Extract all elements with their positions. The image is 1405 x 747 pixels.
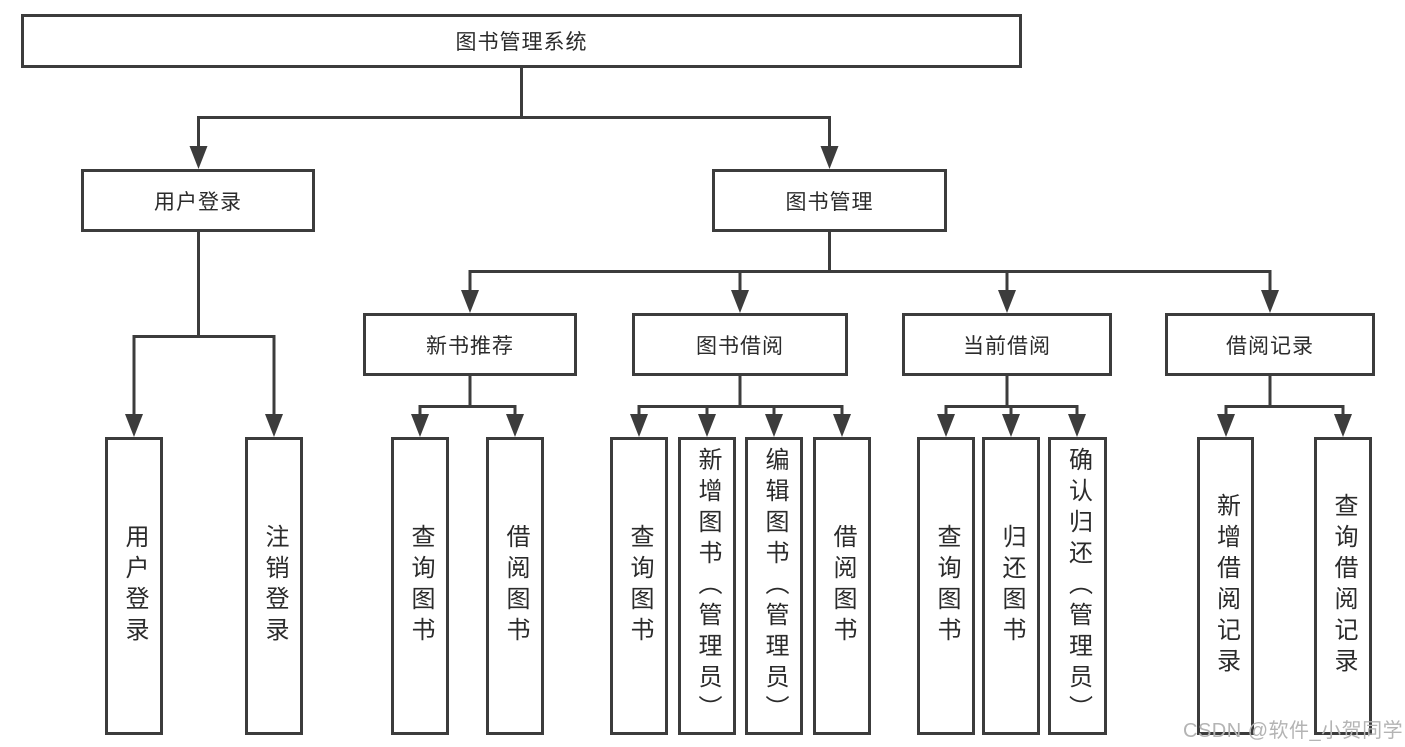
node-current-borrow-label: 当前借阅 — [963, 334, 1051, 358]
leaf-user-login-label: 用户登录 — [121, 524, 148, 648]
leaf-record-add-label: 新增借阅记录 — [1212, 493, 1240, 679]
node-book-management: 图书管理 — [712, 169, 947, 232]
node-root-label: 图书管理系统 — [455, 31, 588, 54]
leaf-borrow-edit: 编辑图书（管理员） — [745, 437, 803, 735]
leaf-current-confirm: 确认归还（管理员） — [1048, 437, 1107, 735]
leaf-logout: 注销登录 — [245, 437, 303, 735]
node-book-borrow-label: 图书借阅 — [696, 334, 784, 358]
leaf-current-return: 归还图书 — [982, 437, 1040, 735]
leaf-borrow-query: 查询图书 — [610, 437, 668, 735]
node-book-management-label: 图书管理 — [785, 190, 874, 214]
node-user-login: 用户登录 — [81, 169, 315, 232]
node-root: 图书管理系统 — [21, 14, 1022, 68]
leaf-borrow-add-label: 新增图书（管理员） — [694, 446, 721, 726]
node-book-borrow: 图书借阅 — [632, 313, 848, 376]
leaf-borrow-borrow-label: 借阅图书 — [829, 524, 856, 648]
leaf-newbook-borrow-label: 借阅图书 — [502, 524, 529, 648]
leaf-borrow-query-label: 查询图书 — [626, 524, 653, 648]
node-new-book-recommend: 新书推荐 — [363, 313, 577, 376]
leaf-record-query: 查询借阅记录 — [1314, 437, 1372, 735]
leaf-user-login: 用户登录 — [105, 437, 163, 735]
leaf-current-query: 查询图书 — [917, 437, 975, 735]
leaf-record-add: 新增借阅记录 — [1197, 437, 1254, 735]
leaf-newbook-query: 查询图书 — [391, 437, 449, 735]
leaf-borrow-borrow: 借阅图书 — [813, 437, 871, 735]
node-borrow-record-label: 借阅记录 — [1226, 334, 1314, 358]
leaf-current-confirm-label: 确认归还（管理员） — [1064, 446, 1092, 726]
leaf-newbook-borrow: 借阅图书 — [486, 437, 544, 735]
csdn-watermark: CSDN @软件_小贺同学 — [1183, 720, 1404, 742]
leaf-current-query-label: 查询图书 — [933, 524, 960, 648]
leaf-borrow-add: 新增图书（管理员） — [678, 437, 736, 735]
leaf-logout-label: 注销登录 — [261, 524, 288, 648]
node-borrow-record: 借阅记录 — [1165, 313, 1375, 376]
leaf-borrow-edit-label: 编辑图书（管理员） — [761, 446, 788, 726]
leaf-record-query-label: 查询借阅记录 — [1330, 493, 1357, 679]
leaf-current-return-label: 归还图书 — [998, 524, 1025, 648]
leaf-newbook-query-label: 查询图书 — [407, 524, 434, 648]
node-current-borrow: 当前借阅 — [902, 313, 1112, 376]
node-user-login-label: 用户登录 — [154, 190, 242, 214]
node-new-book-recommend-label: 新书推荐 — [426, 334, 514, 358]
